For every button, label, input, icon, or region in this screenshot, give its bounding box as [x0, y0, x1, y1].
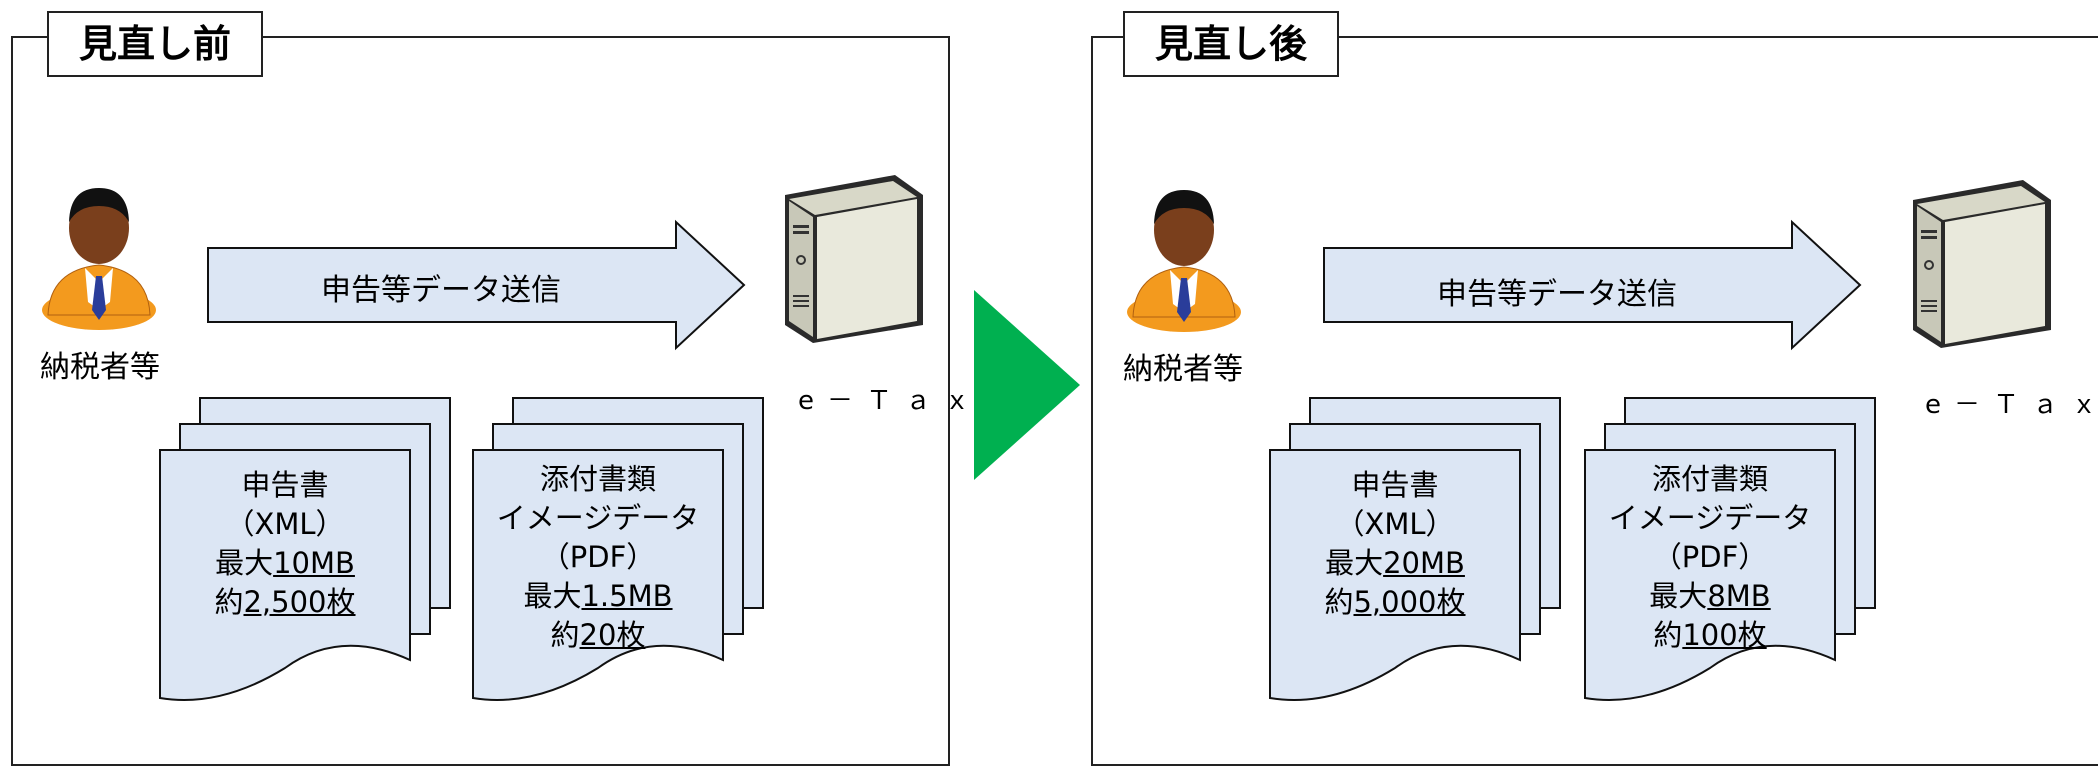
- max-size-value: 10MB: [273, 546, 355, 580]
- doc-title: 申告書: [1351, 468, 1439, 502]
- page-count-value: 20枚: [579, 618, 646, 652]
- taxpayer-icon: [1125, 172, 1243, 332]
- taxpayer-label: 納税者等: [40, 350, 160, 385]
- data-send-arrow: [206, 219, 746, 351]
- server-icon: [1903, 170, 2053, 350]
- doc-format: （XML）: [225, 507, 345, 541]
- doc-declaration: 申告書 （XML） 最大10MB 約2,500枚: [159, 397, 451, 718]
- doc-size: 最大10MB: [215, 546, 355, 580]
- doc-size: 最大1.5MB: [523, 579, 673, 613]
- doc-count: 約2,500枚: [214, 585, 356, 619]
- transition-arrow-icon: [974, 290, 1080, 480]
- max-size-value: 8MB: [1707, 579, 1771, 613]
- doc-title: 添付書類: [1651, 462, 1768, 496]
- doc-count: 約100枚: [1653, 618, 1767, 652]
- doc-attachments: 添付書類 イメージデータ （PDF） 最大8MB 約100枚: [1584, 397, 1876, 718]
- doc-title: 申告書: [241, 468, 329, 502]
- doc-subtitle: イメージデータ: [1608, 501, 1812, 535]
- doc-declaration: 申告書 （XML） 最大20MB 約5,000枚: [1269, 397, 1561, 718]
- server-icon: [775, 165, 925, 345]
- etax-label: e－Ｔａｘ: [798, 386, 983, 416]
- max-size-value: 20MB: [1383, 546, 1465, 580]
- doc-format: （PDF）: [540, 540, 656, 574]
- doc-subtitle: イメージデータ: [496, 501, 700, 535]
- taxpayer-label: 納税者等: [1123, 352, 1243, 387]
- page-count-value: 100枚: [1682, 618, 1767, 652]
- doc-attachments: 添付書類 イメージデータ （PDF） 最大1.5MB 約20枚: [472, 397, 764, 718]
- doc-title: 添付書類: [539, 462, 656, 496]
- doc-size: 最大20MB: [1325, 546, 1465, 580]
- page-count-value: 5,000枚: [1353, 585, 1466, 619]
- arrow-label: 申告等データ送信: [321, 273, 561, 308]
- taxpayer-icon: [40, 170, 158, 330]
- page-count-value: 2,500枚: [243, 585, 356, 619]
- doc-count: 約20枚: [550, 618, 646, 652]
- panel-title-after: 見直し後: [1123, 11, 1340, 77]
- arrow-label: 申告等データ送信: [1437, 277, 1677, 312]
- doc-size: 最大8MB: [1649, 579, 1771, 613]
- data-send-arrow: [1322, 219, 1862, 351]
- doc-count: 約5,000枚: [1324, 585, 1466, 619]
- max-size-value: 1.5MB: [581, 579, 673, 613]
- doc-format: （PDF）: [1652, 540, 1768, 574]
- doc-format: （XML）: [1335, 507, 1455, 541]
- etax-label: e－Ｔａｘ: [1925, 390, 2098, 420]
- panel-title-before: 見直し前: [47, 11, 264, 77]
